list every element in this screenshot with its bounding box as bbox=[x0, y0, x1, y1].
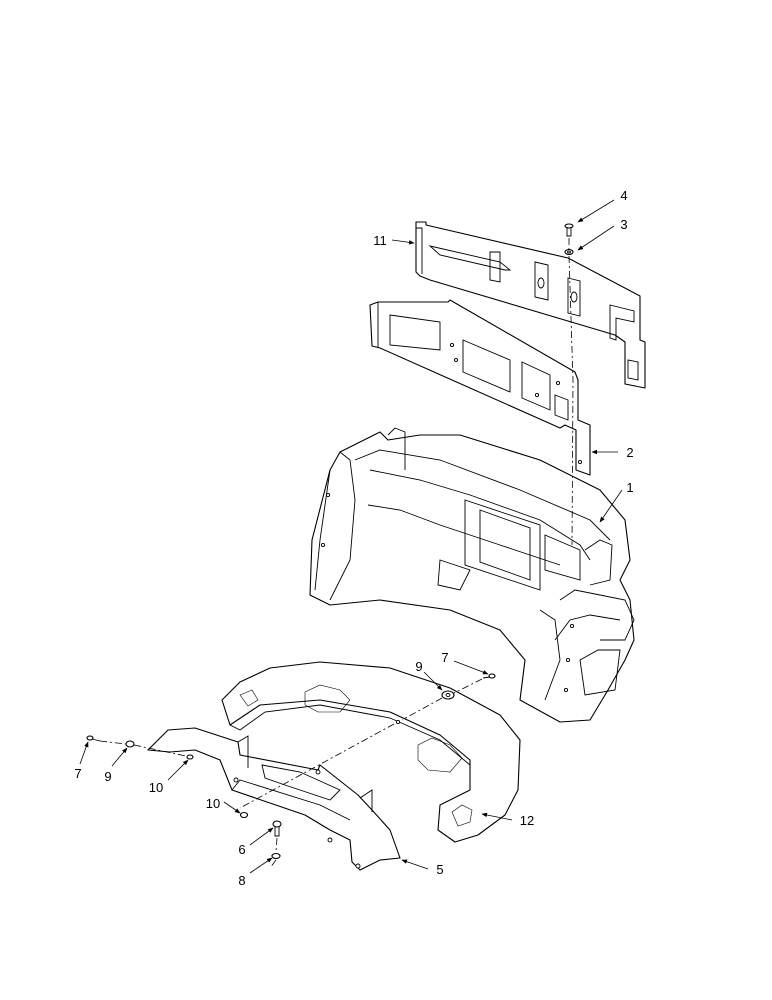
callout-5: 5 bbox=[436, 862, 443, 877]
callout-7-right: 7 bbox=[441, 650, 448, 665]
callout-11: 11 bbox=[373, 233, 387, 248]
fastener-9-washer-right bbox=[441, 690, 455, 700]
callout-4: 4 bbox=[620, 188, 627, 203]
fastener-6-bolt bbox=[272, 820, 282, 837]
part-12-nose-grille bbox=[221, 661, 521, 843]
callout-7-left: 7 bbox=[74, 766, 81, 781]
fastener-7-bolt-left bbox=[86, 735, 101, 742]
callout-12: 12 bbox=[520, 813, 534, 828]
part-5-lower-bracket bbox=[147, 727, 401, 871]
callout-labels: 4 3 11 2 1 7 9 7 9 10 10 6 8 5 12 bbox=[74, 188, 633, 888]
part-11-top-plate bbox=[415, 221, 646, 389]
assembly-lines bbox=[99, 238, 574, 869]
fastener-8-washer bbox=[271, 852, 281, 860]
fastener-3-washer bbox=[564, 248, 574, 256]
callout-6: 6 bbox=[238, 842, 245, 857]
callout-1: 1 bbox=[626, 480, 633, 495]
callout-8: 8 bbox=[238, 873, 245, 888]
fastener-9-washer-left bbox=[125, 740, 135, 748]
fastener-10-nut-lower bbox=[239, 811, 249, 819]
leader-lines bbox=[79, 199, 623, 874]
callout-3: 3 bbox=[620, 217, 627, 232]
part-1-main-body bbox=[309, 427, 635, 723]
callout-9-left: 9 bbox=[104, 769, 111, 784]
fastener-10-nut-left bbox=[186, 754, 194, 760]
callout-2: 2 bbox=[626, 445, 633, 460]
part-2-bracket bbox=[369, 299, 591, 476]
callout-9-right: 9 bbox=[415, 659, 422, 674]
callout-10-lower: 10 bbox=[206, 796, 220, 811]
callout-10-left: 10 bbox=[149, 780, 163, 795]
fastener-4-bolt bbox=[564, 223, 574, 237]
fastener-7-bolt-right bbox=[482, 673, 496, 679]
